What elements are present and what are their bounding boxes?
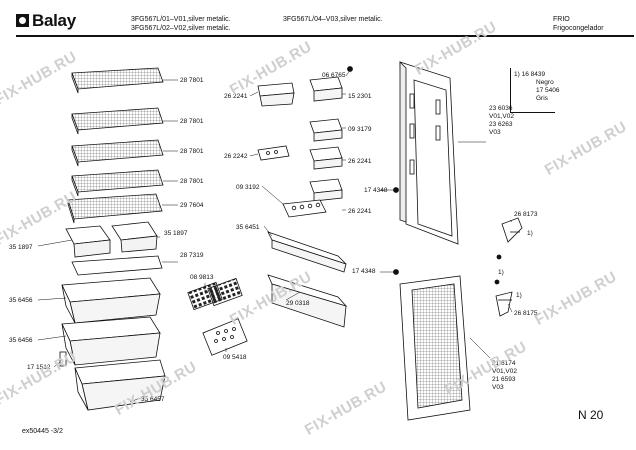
- label-171512: 17 1512: [27, 364, 51, 371]
- butter-box-4: [309, 178, 343, 202]
- callout-line-2: Negro: [536, 79, 554, 86]
- category-sublabel: Frigocongelador: [553, 25, 604, 32]
- wire-shelf-2: [71, 107, 164, 135]
- label-268173: 26 8173: [514, 211, 538, 218]
- model-line-3: 3FG567L/04–V03,silver metalic.: [283, 16, 383, 23]
- label-268175: 26 8175: [514, 310, 538, 317]
- butter-box-1: [309, 76, 343, 102]
- label-290318: 29 0318: [286, 300, 310, 307]
- label-262241-1: 26 2241: [224, 93, 248, 100]
- category-label: FRIO: [553, 16, 570, 23]
- hinge-bracket-lower: [495, 291, 513, 317]
- label-093179: 09 3179: [348, 126, 372, 133]
- butter-box-3: [309, 146, 343, 170]
- label-174348-2: 17 4348: [352, 268, 376, 275]
- label-216174: 21 6174: [492, 360, 516, 367]
- lower-door: [399, 275, 471, 421]
- label-095418: 09 5418: [223, 354, 247, 361]
- small-drawer-left: [65, 225, 111, 258]
- freezer-drawer-3: [74, 359, 166, 411]
- brand-logo: Balay: [16, 12, 76, 29]
- label-287801-1: 28 7801: [180, 77, 204, 84]
- label-236036-variant: V01,V02: [489, 113, 514, 120]
- label-093192: 09 3192: [236, 184, 260, 191]
- drawer-cover: [71, 255, 163, 276]
- brand-logo-mark: [16, 14, 29, 27]
- label-262242: 26 2242: [224, 153, 248, 160]
- ice-tray: [282, 199, 327, 218]
- label-356457: 35 6457: [141, 396, 165, 403]
- label-297604: 29 7604: [180, 202, 204, 209]
- small-drawer-right: [111, 221, 158, 253]
- egg-tray: [257, 145, 290, 161]
- door-shelf-long: [267, 231, 347, 273]
- label-216593-variant: V03: [492, 384, 504, 391]
- label-287801-4: 28 7801: [180, 178, 204, 185]
- label-216174-variant: V01,V02: [492, 368, 517, 375]
- wire-shelf-3: [71, 139, 164, 167]
- hinge-plate: [202, 318, 248, 356]
- label-287801-3: 28 7801: [180, 148, 204, 155]
- wire-shelf-1: [71, 67, 164, 94]
- label-089813: 08 9813: [190, 274, 214, 281]
- ice-tray-small-2: [207, 277, 243, 307]
- document-id: ex50445 -3/2: [22, 428, 63, 435]
- label-236263: 23 6263: [489, 121, 513, 128]
- label-287319: 28 7319: [180, 252, 204, 259]
- label-351897-left: 35 1897: [9, 244, 33, 251]
- label-356456-1: 35 6456: [9, 297, 33, 304]
- wire-shelf-4: [71, 169, 164, 197]
- label-236036: 23 6036: [489, 105, 513, 112]
- label-356451: 35 6451: [236, 224, 260, 231]
- butter-box-2: [309, 118, 343, 142]
- label-356456-2: 35 6456: [9, 337, 33, 344]
- label-066765: 06 6765: [322, 72, 346, 79]
- label-262241-2: 26 2241: [348, 158, 372, 165]
- leader-lines: [37, 69, 513, 403]
- label-216593: 21 6593: [492, 376, 516, 383]
- door-bin-1: [257, 82, 295, 107]
- callout-line-1: 1) 16 8439: [514, 71, 546, 78]
- label-351897-right: 35 1897: [164, 230, 188, 237]
- model-line-1: 3FG567L/01–V01,silver metalic.: [131, 16, 231, 23]
- color-note-callout: [510, 68, 555, 113]
- label-236263-variant: V03: [489, 129, 501, 136]
- label-152301: 15 2301: [348, 93, 372, 100]
- model-line-2: 3FG567L/02–V02,silver metalic.: [131, 25, 231, 32]
- screw-note-1: [496, 254, 502, 260]
- brand-name: Balay: [32, 11, 76, 30]
- callout-line-3: 17 5406: [536, 87, 560, 94]
- header-rule: [16, 35, 634, 37]
- screw-066765: [347, 66, 353, 72]
- label-262241-3: 26 2241: [348, 208, 372, 215]
- label-287801-2: 28 7801: [180, 118, 204, 125]
- drawer-handle: [59, 351, 67, 367]
- freezer-drawer-2: [61, 316, 161, 366]
- note-marker-3: 1): [516, 292, 522, 299]
- glass-shelf: [67, 193, 163, 224]
- hinge-bracket-upper: [501, 217, 523, 243]
- note-marker-1: 1): [527, 230, 533, 237]
- freezer-drawer-1: [61, 277, 161, 324]
- page-code: N 20: [578, 408, 604, 422]
- screw-note-2: [494, 279, 500, 285]
- note-marker-2: 1): [498, 269, 504, 276]
- bottle-shelf: [267, 274, 348, 328]
- upper-door: [399, 61, 459, 245]
- callout-line-4: Gris: [536, 95, 548, 102]
- label-174348-1: 17 4348: [364, 187, 388, 194]
